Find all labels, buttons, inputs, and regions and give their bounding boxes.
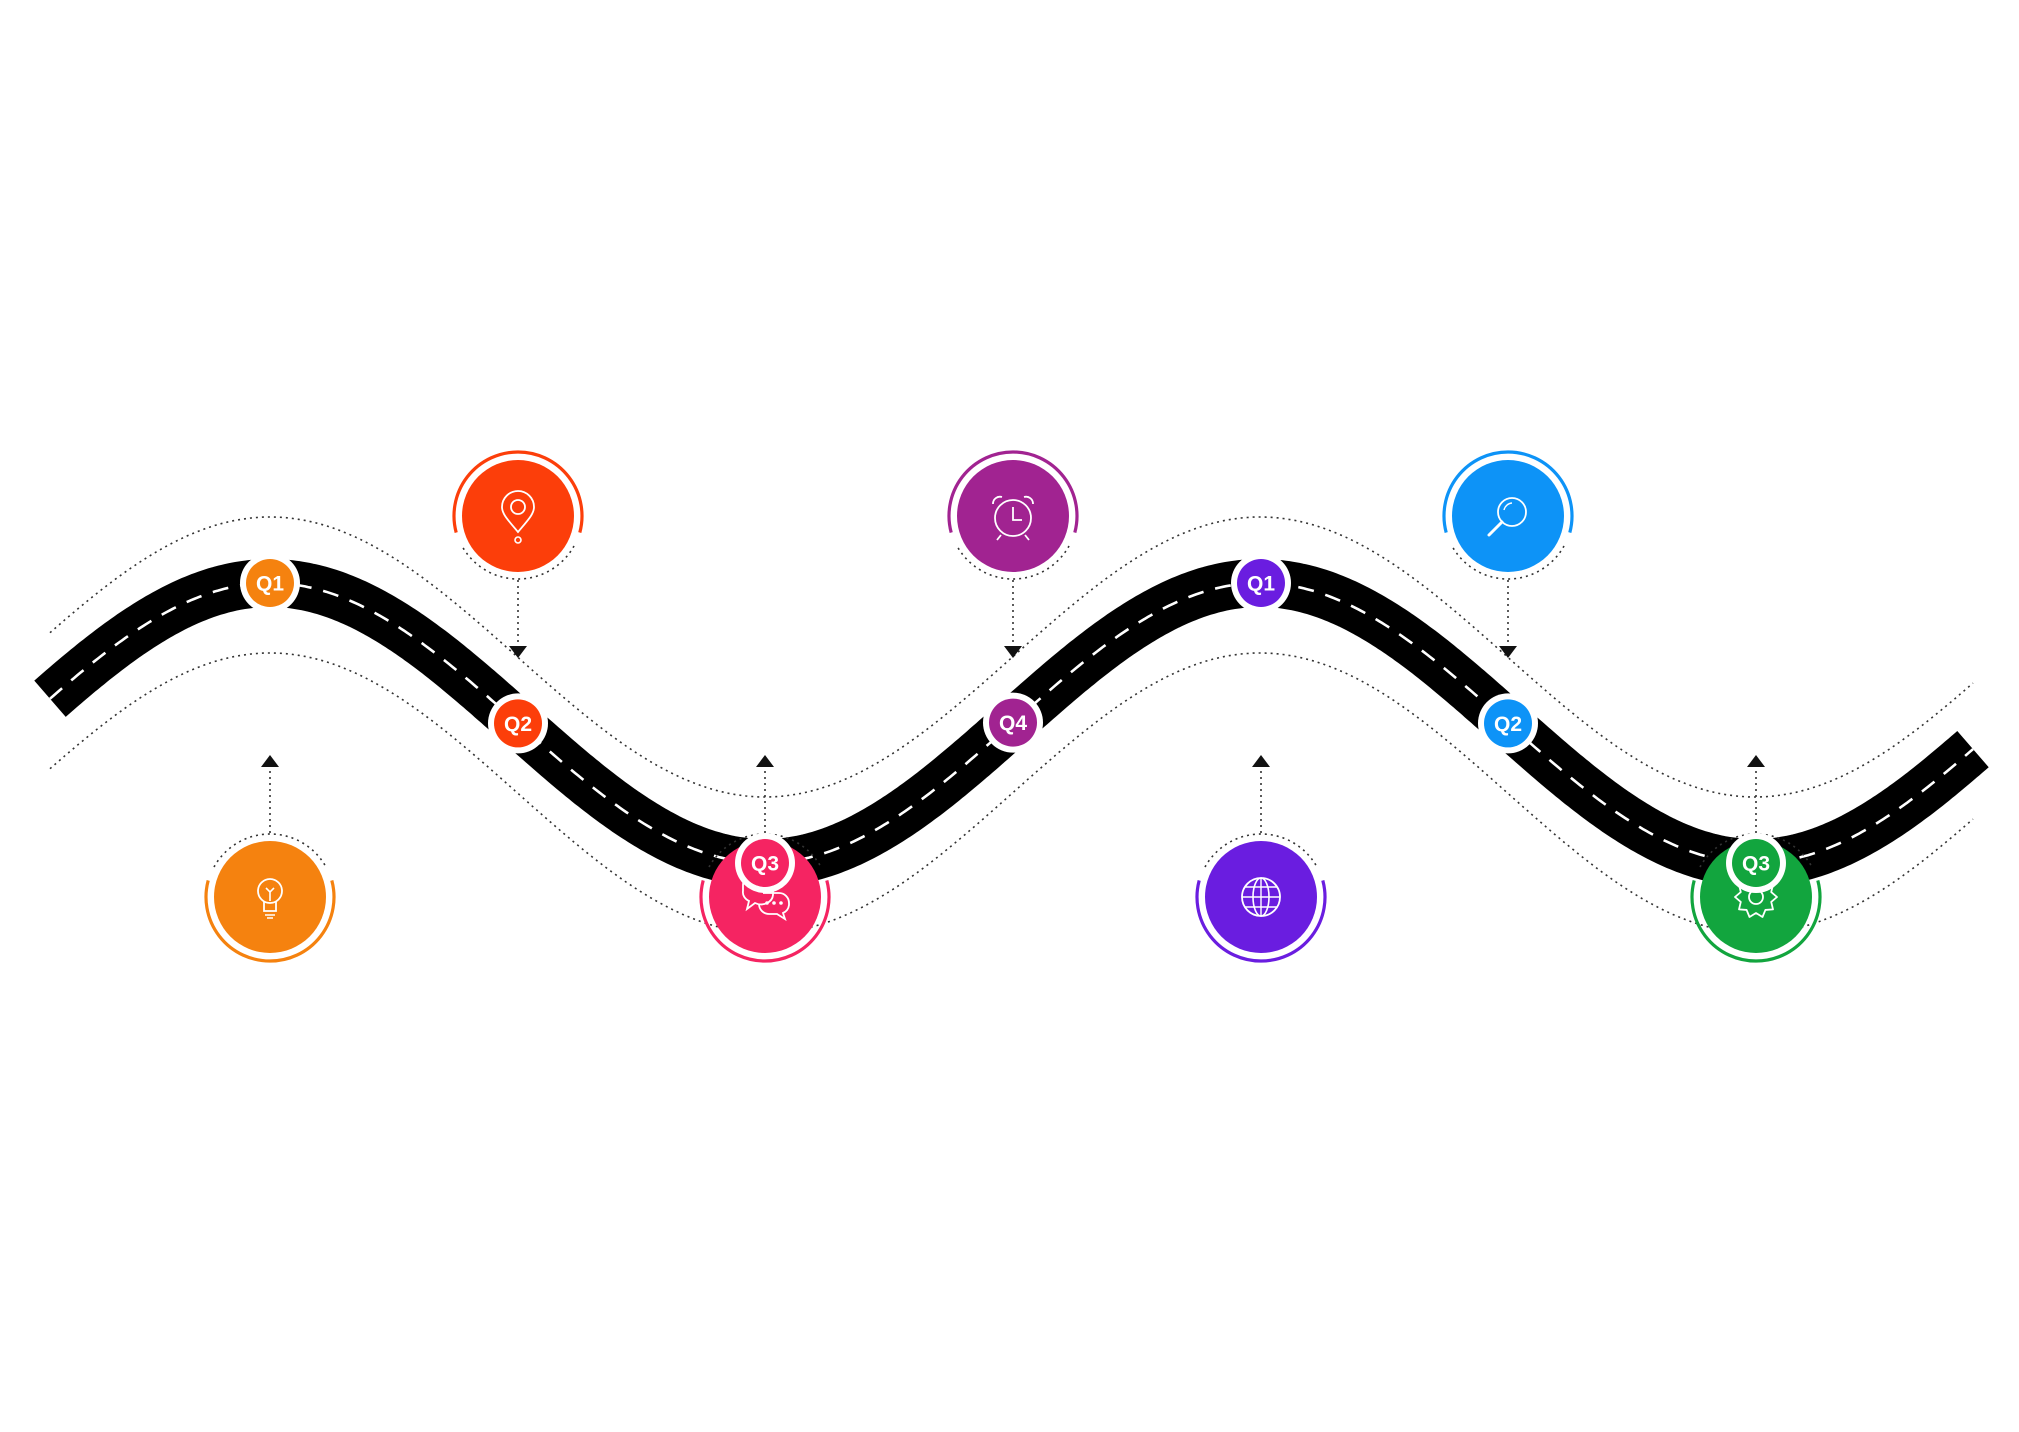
quarter-badge[interactable]: Q1 — [1231, 553, 1291, 613]
callout-dotted-arc — [461, 545, 575, 580]
quarter-label: Q2 — [1494, 713, 1522, 736]
callout-dotted-arc — [708, 833, 822, 868]
callout-dotted-arc — [1204, 833, 1318, 868]
callout-dotted-arc — [1451, 545, 1565, 580]
callout-dotted-arc — [1699, 833, 1813, 868]
quarter-badge-fill — [494, 699, 542, 748]
search-icon — [1487, 497, 1527, 537]
callout-accent-arc — [1195, 879, 1327, 963]
milestone-callout[interactable] — [204, 833, 336, 963]
quarter-badge-fill — [1237, 559, 1285, 607]
quarter-badge[interactable]: Q2 — [1478, 693, 1538, 754]
dotted-guide-lines — [49, 516, 1974, 934]
quarter-label: Q1 — [1247, 573, 1275, 596]
callout-dotted-arc — [213, 833, 327, 868]
callout-accent-arc — [204, 879, 336, 963]
callout-accent-arc — [947, 450, 1079, 534]
callout-connectors — [261, 580, 1765, 833]
guide-line-upper — [49, 516, 1974, 798]
quarter-badge-fill — [1484, 699, 1532, 748]
lightbulb-icon — [257, 878, 283, 919]
quarter-badge[interactable]: Q1 — [240, 553, 300, 613]
quarter-badge[interactable]: Q3 — [1726, 833, 1786, 893]
quarter-badge-fill — [741, 839, 789, 887]
milestone-callout[interactable] — [1195, 833, 1327, 963]
quarter-badge[interactable]: Q2 — [488, 693, 548, 754]
callout-accent-arc — [1690, 879, 1822, 963]
quarter-badge-fill — [1732, 839, 1780, 887]
callout-circle — [462, 460, 574, 572]
quarter-label: Q3 — [1742, 853, 1770, 876]
milestone-callout[interactable] — [947, 450, 1079, 580]
callout-accent-arc — [1442, 450, 1574, 534]
callout-circle — [1452, 460, 1564, 572]
quarter-badge[interactable]: Q4 — [983, 692, 1043, 753]
quarter-label: Q1 — [256, 573, 284, 596]
milestone-callout[interactable] — [452, 450, 584, 580]
callout-dotted-arc — [956, 545, 1070, 580]
guide-line-lower — [49, 652, 1974, 934]
milestone-callout[interactable] — [1442, 450, 1574, 580]
globe-icon — [1241, 877, 1281, 917]
quarter-badge-fill — [246, 559, 294, 607]
alarm-clock-icon — [992, 495, 1034, 541]
callout-accent-arc — [452, 450, 584, 534]
quarter-label: Q4 — [999, 712, 1027, 735]
location-pin-icon — [501, 490, 535, 544]
quarter-label: Q3 — [751, 853, 779, 876]
callout-accent-arc — [699, 879, 831, 963]
quarter-badge-fill — [989, 698, 1037, 747]
quarter-label: Q2 — [504, 713, 532, 736]
quarter-badge[interactable]: Q3 — [735, 833, 795, 893]
